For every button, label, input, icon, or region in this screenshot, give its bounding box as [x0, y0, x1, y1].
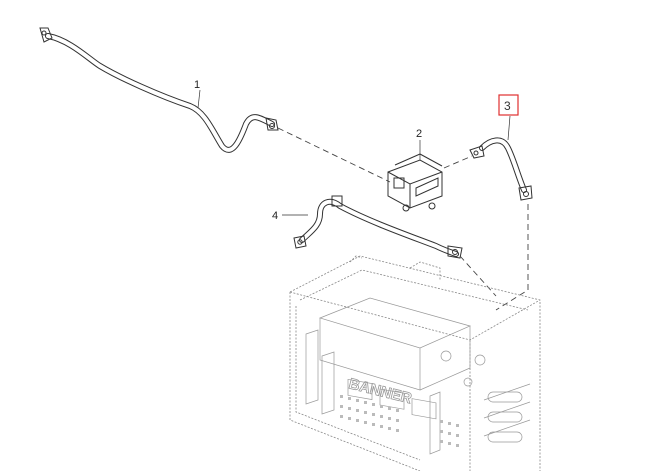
- battery-box: BANNER: [289, 255, 541, 471]
- leader-3: [507, 115, 511, 141]
- cable-part-3[interactable]: [469, 137, 533, 201]
- dash-line-2-3: [443, 155, 473, 169]
- cable-part-1[interactable]: [39, 27, 279, 153]
- callout-3: 3: [504, 99, 511, 113]
- dash-line-3-battery: [495, 204, 529, 311]
- callout-3-highlight-box: [498, 94, 519, 116]
- cable-part-4[interactable]: [293, 195, 463, 259]
- callout-2: 2: [416, 128, 422, 140]
- vent-holes: [340, 395, 459, 447]
- fuse-block-part-2[interactable]: [387, 153, 443, 212]
- callout-4: 4: [272, 210, 278, 222]
- dash-line-4-battery: [459, 255, 497, 297]
- callout-1: 1: [194, 79, 200, 91]
- leader-1: [197, 89, 201, 109]
- dash-line-1-2: [277, 127, 391, 183]
